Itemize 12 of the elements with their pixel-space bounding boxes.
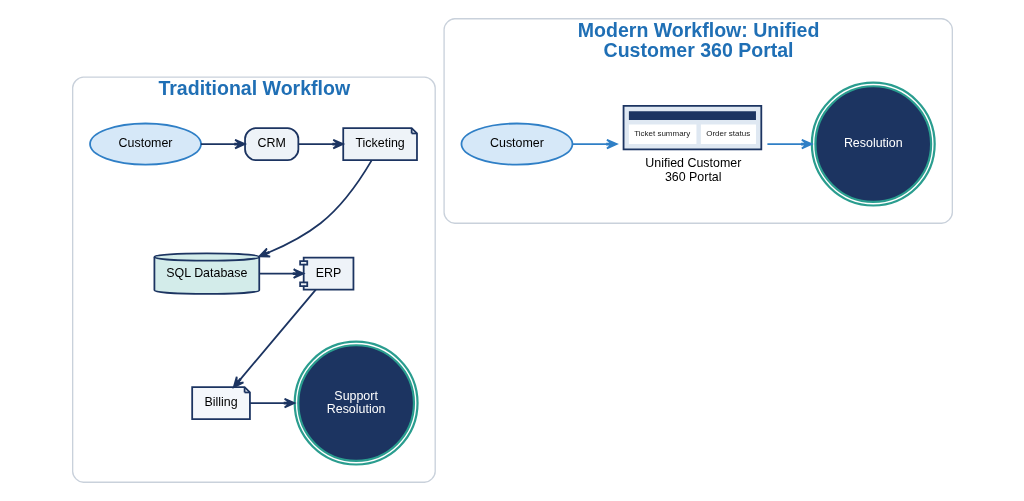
node-ellipse: Customer — [88, 122, 202, 166]
arrow — [258, 268, 304, 279]
arrow — [248, 397, 295, 409]
node-box: CRM — [243, 127, 299, 161]
node-label: Unified Customer 360 Portal — [644, 156, 741, 184]
arrow — [297, 138, 344, 150]
arrow — [258, 159, 373, 258]
arrow — [766, 138, 813, 150]
arrow — [570, 138, 618, 150]
arrow — [199, 138, 246, 150]
node-ellipse: Customer — [460, 122, 573, 166]
arrow — [232, 288, 317, 388]
